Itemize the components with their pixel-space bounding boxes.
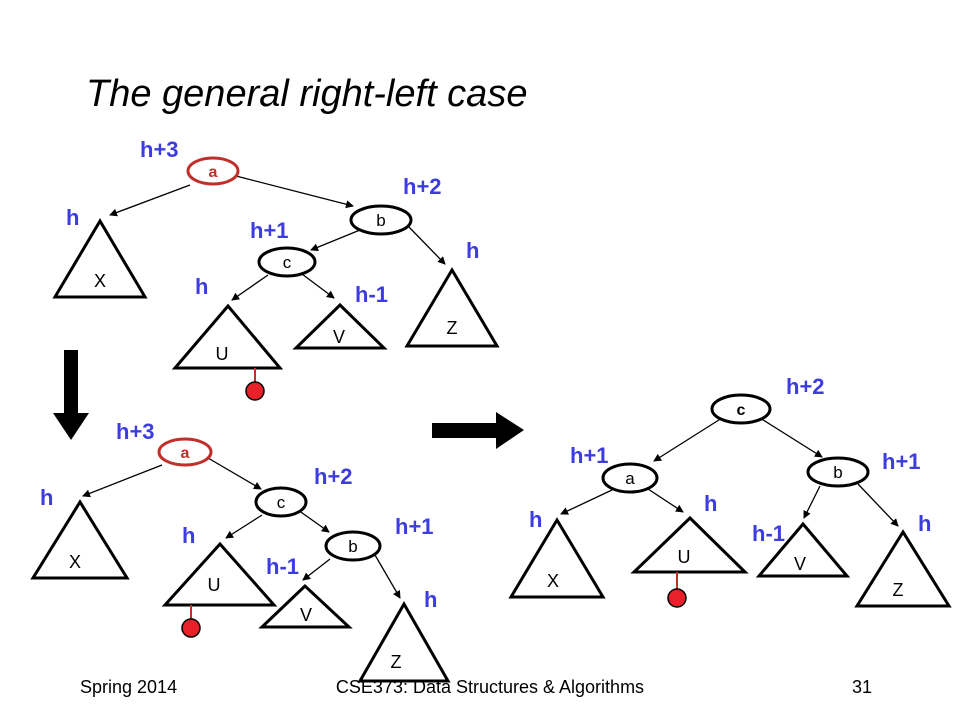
arrow-right-icon (432, 412, 524, 449)
height-c: h+2 (786, 374, 825, 399)
height-a: h+3 (140, 137, 179, 162)
edge-a-b (235, 175, 354, 209)
edge-b-c (310, 229, 361, 252)
height-c: h+1 (250, 218, 289, 243)
node-c (710, 393, 772, 425)
edge-a-x (560, 489, 613, 515)
slide-title: The general right-left case (86, 73, 527, 115)
height-a: h+1 (570, 443, 609, 468)
edge-a-x (109, 184, 191, 217)
node-b (349, 204, 413, 236)
node-c (257, 246, 317, 278)
height-u: h (195, 274, 208, 299)
height-x: h (66, 205, 79, 230)
edge-c-b (297, 509, 330, 533)
subtree-x (508, 517, 606, 599)
height-c: h+2 (314, 464, 353, 489)
edge-b-z (374, 554, 401, 599)
subtree-x-label: X (547, 571, 559, 591)
subtree-x-label: X (94, 271, 106, 291)
edge-b-z (857, 483, 899, 527)
arrow-down-icon (53, 350, 89, 440)
diagram-bottom-left: a c b X U V Z h+3 h+2 h+1 h h h-1 h (30, 419, 451, 683)
edge-a-c (207, 457, 262, 490)
height-u: h (182, 523, 195, 548)
node-c-label: c (737, 402, 746, 419)
node-a (186, 156, 240, 186)
edge-a-u (647, 488, 684, 513)
subtree-u-label: U (216, 344, 229, 364)
footer-course: CSE373: Data Structures & Algorithms (336, 677, 644, 697)
edge-b-z (406, 224, 446, 265)
insertion-marker-icon (245, 381, 265, 401)
subtree-v-label: V (333, 327, 345, 347)
diagram-bottom-right: c a b X U V Z h+2 h+1 h+1 h h h-1 h (508, 374, 952, 608)
height-z: h (466, 238, 479, 263)
subtree-u (630, 515, 749, 574)
edge-b-v (803, 485, 821, 519)
edge-c-b (759, 417, 823, 458)
node-c-label: c (277, 493, 286, 512)
height-x: h (529, 507, 542, 532)
node-a (157, 437, 213, 467)
height-u: h (704, 491, 717, 516)
node-b-label: b (376, 211, 385, 230)
footer-page-number: 31 (852, 677, 872, 697)
edge-c-a (653, 417, 723, 462)
node-b-label: b (348, 537, 357, 556)
footer-date: Spring 2014 (80, 677, 177, 697)
edge-c-u (225, 514, 263, 539)
subtree-x-label: X (69, 552, 81, 572)
subtree-x (52, 218, 148, 299)
height-z: h (918, 511, 931, 536)
height-v: h-1 (266, 554, 299, 579)
height-b: h+1 (395, 514, 434, 539)
edge-b-v (302, 558, 331, 581)
subtree-x (30, 499, 130, 580)
node-b (806, 456, 870, 488)
node-c (254, 486, 308, 518)
node-c-label: c (283, 253, 292, 272)
subtree-z (404, 267, 500, 348)
subtree-z-label: Z (893, 580, 904, 600)
height-b: h+1 (882, 449, 921, 474)
subtree-u (161, 541, 278, 607)
edge-a-x (82, 464, 163, 498)
subtree-u-label: U (208, 575, 221, 595)
height-a: h+3 (116, 419, 155, 444)
height-x: h (40, 485, 53, 510)
subtree-u-label: U (678, 547, 691, 567)
height-v: h-1 (355, 282, 388, 307)
subtree-z (854, 529, 952, 608)
subtree-u (171, 303, 284, 370)
diagram-top: a b c X Z U V h+3 h+2 h+1 h h h h-1 (52, 137, 500, 401)
subtree-z-label: Z (391, 652, 402, 672)
node-b-label: b (833, 463, 842, 482)
height-z: h (424, 587, 437, 612)
edge-c-v (301, 273, 335, 299)
subtree-z-label: Z (447, 318, 458, 338)
height-b: h+2 (403, 174, 442, 199)
subtree-z (357, 600, 451, 683)
subtree-v (755, 521, 851, 578)
insertion-marker-icon (181, 618, 201, 638)
node-a (601, 462, 659, 494)
node-a-label: a (209, 164, 218, 181)
subtree-v-label: V (300, 605, 312, 625)
subtree-v-label: V (794, 554, 806, 574)
height-v: h-1 (752, 521, 785, 546)
node-a-label: a (625, 469, 635, 488)
subtree-v (258, 583, 353, 629)
subtree-v (292, 302, 388, 350)
edge-c-u (231, 274, 269, 301)
node-b (324, 530, 382, 562)
insertion-marker-icon (667, 588, 687, 608)
node-a-label: a (181, 445, 190, 462)
